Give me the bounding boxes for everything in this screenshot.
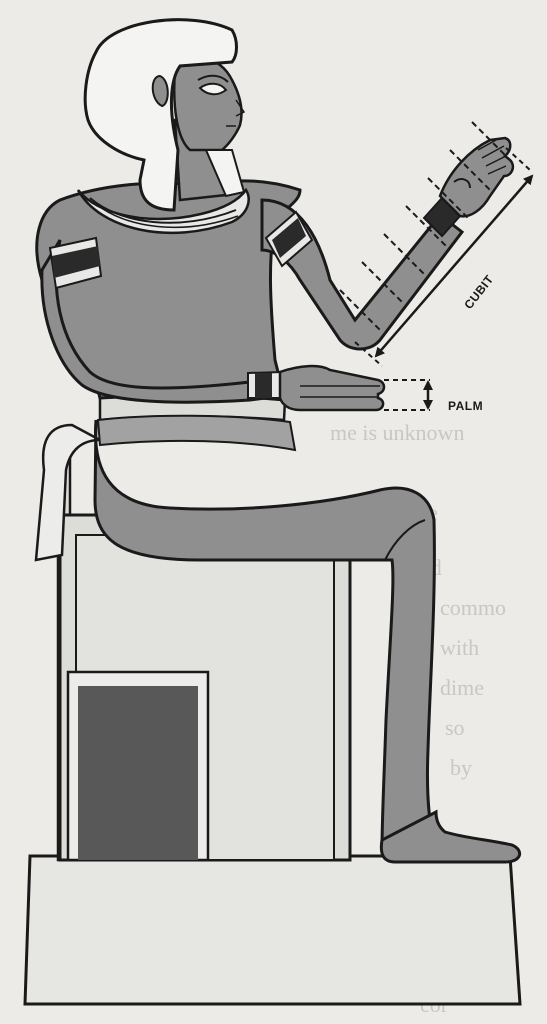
bleed-line: so <box>445 715 465 740</box>
chair-panel <box>78 686 198 860</box>
bleed-line: by <box>450 755 472 780</box>
palm-measure: PALM <box>384 380 483 413</box>
bleed-line: with <box>440 635 479 660</box>
bleed-line: commo <box>440 595 506 620</box>
cubit-label: CUBIT <box>461 272 496 312</box>
plinth <box>25 856 520 1004</box>
palm-label: PALM <box>448 399 483 413</box>
bleed-line: me is unknown <box>330 420 464 445</box>
bleed-line: dime <box>440 675 484 700</box>
chair <box>36 425 350 860</box>
head <box>85 20 244 210</box>
raised-arm <box>262 138 513 349</box>
